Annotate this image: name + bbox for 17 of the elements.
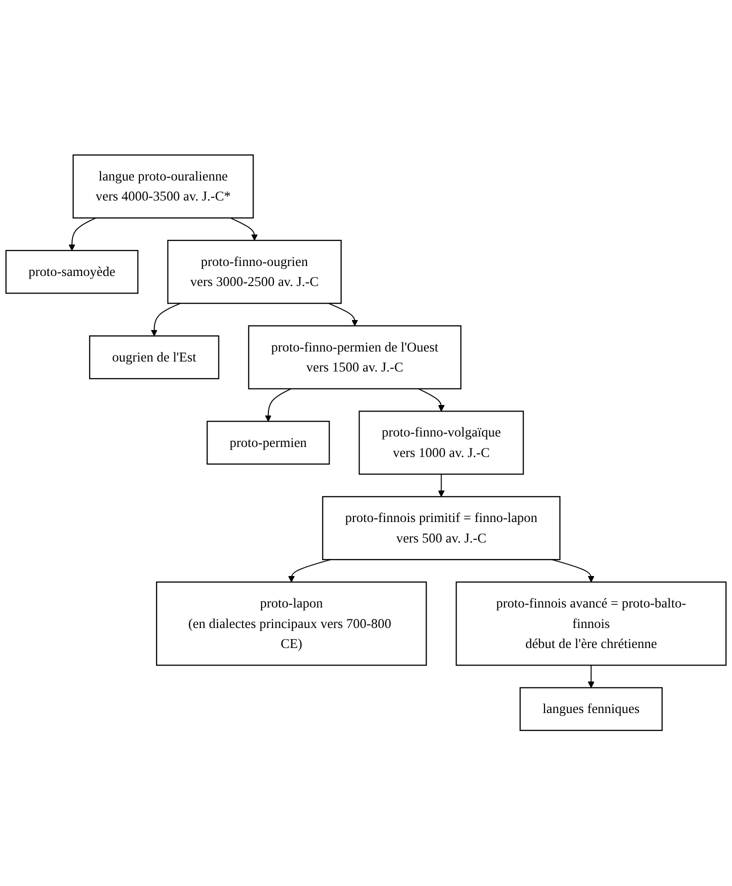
node-box: proto-lapon (en dialectes principaux vers 700-800 CE): [156, 582, 427, 666]
node-box: ougrien de l'Est: [89, 336, 220, 380]
arrow: [68, 218, 96, 252]
arrow: [230, 218, 258, 241]
arrow: [438, 474, 445, 498]
node-box: proto-finno-permien de l'Ouest vers 1500 av. J.-C: [248, 326, 462, 390]
node-box: proto-samoyède: [5, 250, 138, 294]
node-box: proto-permien: [206, 421, 330, 465]
arrow: [418, 388, 445, 412]
node-box: proto-finnois avancé = proto-balto-finnois début de l'ère chrétienne: [456, 582, 727, 666]
node-box: proto-finno-volgaïque vers 1000 av. J.-C: [358, 410, 524, 476]
node-box: langue proto-ouralienne vers 4000-3500 av. J.-C*: [72, 154, 254, 219]
arrow: [264, 388, 292, 422]
node-box: proto-finno-ougrien vers 3000-2500 av. J.-C: [167, 240, 342, 304]
node-box: langues fenniques: [520, 687, 663, 732]
arrow: [588, 665, 594, 688]
node-box: proto-finnois primitif = finno-lapon vers 500 av. J.-C: [322, 496, 560, 560]
